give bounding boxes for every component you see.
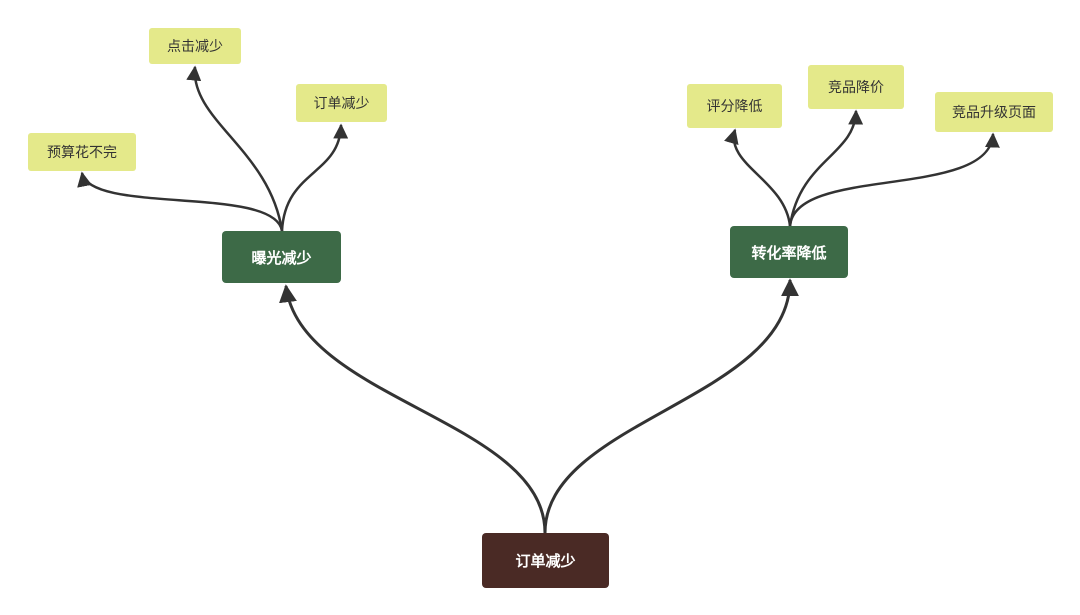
- edge-root-to-conversion: [543, 278, 799, 534]
- leaf-node-label: 竞品降价: [828, 80, 884, 96]
- root-node[interactable]: 订单减少: [482, 533, 609, 588]
- edge-exposure-to-click: [186, 65, 284, 232]
- edge-conversion-to-rating: [724, 128, 792, 227]
- leaf-node-rating[interactable]: 评分降低: [687, 84, 782, 128]
- edge-conversion-to-competitor-page: [788, 132, 1000, 227]
- leaf-node-budget[interactable]: 预算花不完: [28, 133, 136, 171]
- leaf-node-label: 点击减少: [167, 39, 223, 55]
- branch-node-exposure[interactable]: 曝光减少: [222, 231, 341, 283]
- leaf-node-competitor-price[interactable]: 竞品降价: [808, 65, 904, 109]
- branch-node-label: 转化率降低: [751, 243, 827, 262]
- edge-exposure-to-budget: [77, 171, 284, 232]
- branch-node-conversion[interactable]: 转化率降低: [730, 226, 848, 278]
- edge-conversion-to-competitor-price: [788, 109, 864, 227]
- leaf-node-label: 订单减少: [313, 96, 370, 112]
- root-node-label: 订单减少: [515, 552, 576, 570]
- edge-root-to-exposure: [279, 284, 547, 534]
- leaf-node-competitor-page[interactable]: 竞品升级页面: [935, 92, 1053, 132]
- branch-node-label: 曝光减少: [251, 248, 312, 267]
- leaf-node-label: 预算花不完: [47, 145, 117, 161]
- leaf-node-label: 竞品升级页面: [952, 105, 1036, 121]
- edge-exposure-to-order: [280, 123, 349, 232]
- leaf-node-label: 评分降低: [706, 99, 763, 115]
- leaf-node-click[interactable]: 点击减少: [149, 28, 241, 64]
- leaf-node-order[interactable]: 订单减少: [296, 84, 387, 122]
